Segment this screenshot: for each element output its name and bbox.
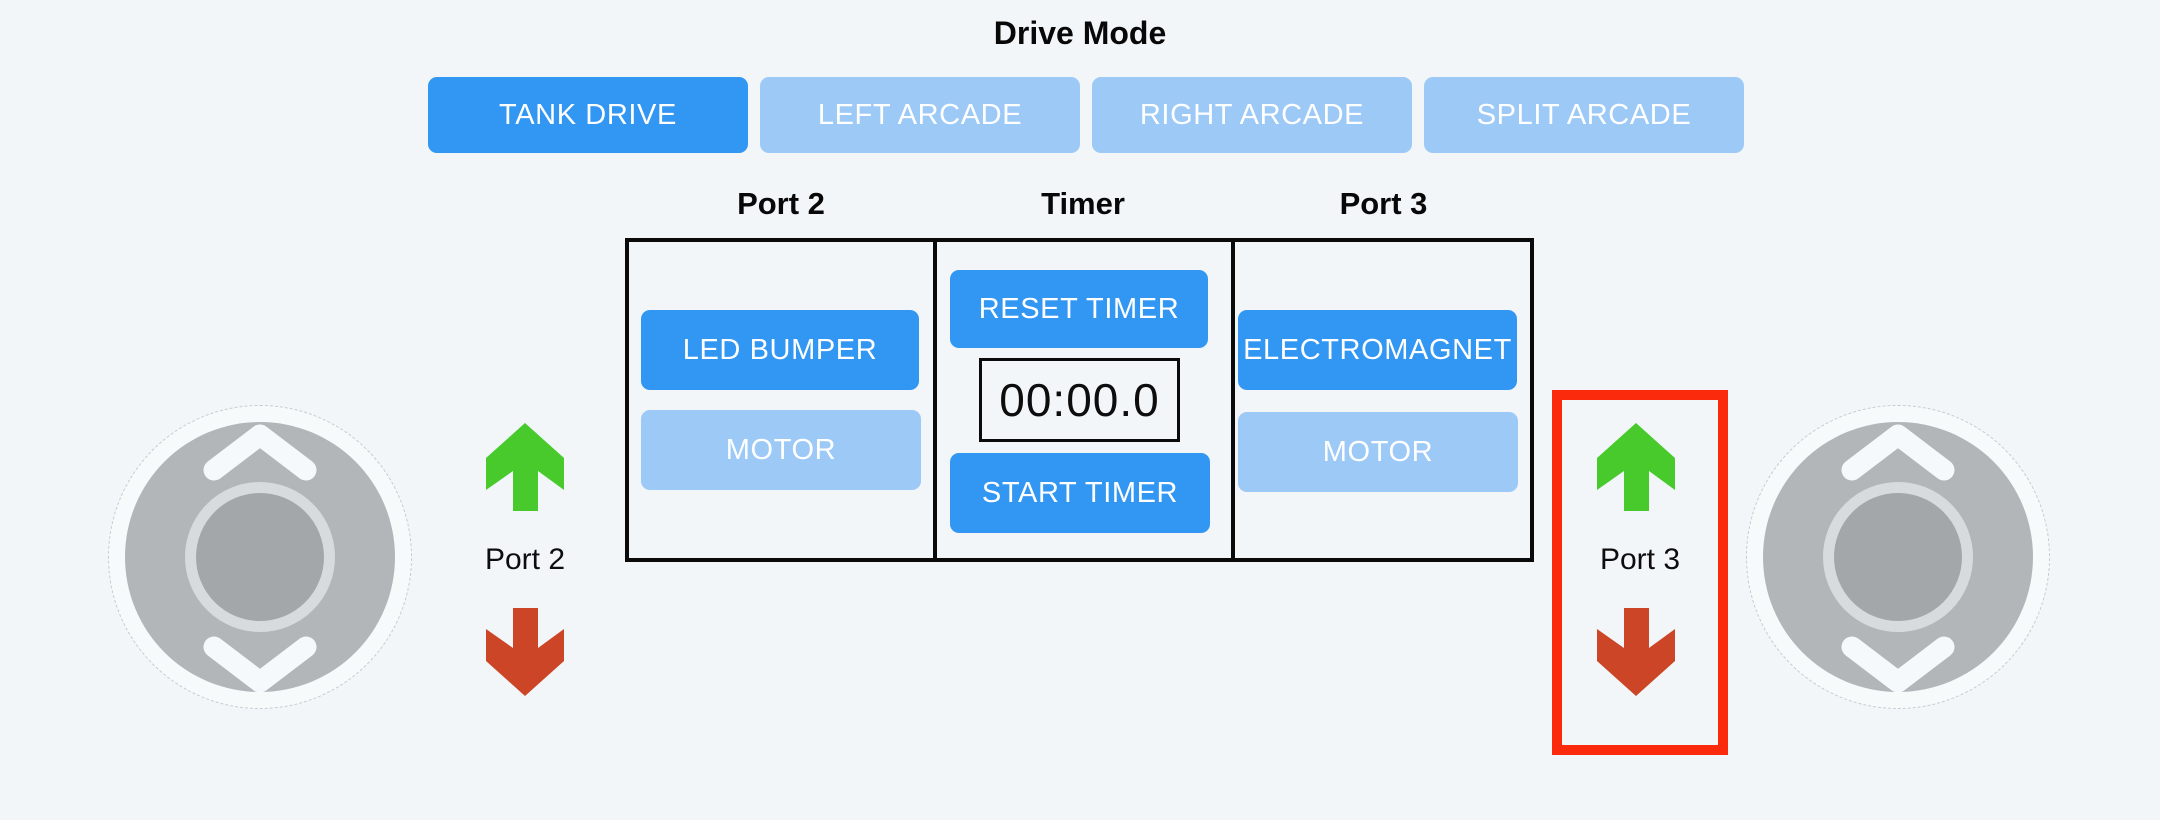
port3-label: Port 3 xyxy=(1599,543,1681,576)
timer-display: 00:00.0 xyxy=(979,358,1180,442)
right-arcade-button[interactable]: RIGHT ARCADE xyxy=(1092,77,1412,153)
green-up-arrow[interactable] xyxy=(486,423,564,511)
joystick-axis-chevrons xyxy=(1841,424,1955,693)
led-bumper-button[interactable]: LED BUMPER xyxy=(641,310,919,390)
port2-motor-button[interactable]: MOTOR xyxy=(641,410,921,490)
reset-timer-button[interactable]: RESET TIMER xyxy=(950,270,1208,348)
left-joystick[interactable] xyxy=(108,405,412,709)
chevron-down-icon xyxy=(203,636,317,693)
column-divider-right xyxy=(1231,242,1235,558)
port3-motor-button[interactable]: MOTOR xyxy=(1238,412,1518,492)
port2-down-arrow-icon[interactable] xyxy=(486,608,564,696)
timer-column-header: Timer xyxy=(1041,186,1125,221)
port2-up-arrow-icon[interactable] xyxy=(486,423,564,511)
red-down-arrow[interactable] xyxy=(486,608,564,696)
chevron-down-icon xyxy=(1841,636,1955,693)
start-timer-button[interactable]: START TIMER xyxy=(950,453,1210,533)
right-joystick[interactable] xyxy=(1746,405,2050,709)
port3-down-arrow-icon[interactable] xyxy=(1597,608,1675,696)
left-joystick-knob[interactable] xyxy=(185,482,335,632)
port3-highlight-box xyxy=(1552,390,1728,755)
electromagnet-button[interactable]: ELECTROMAGNET xyxy=(1238,310,1517,390)
left-arcade-button[interactable]: LEFT ARCADE xyxy=(760,77,1080,153)
column-divider-left xyxy=(933,242,937,558)
port3-column-header: Port 3 xyxy=(1339,186,1428,221)
right-joystick-knob[interactable] xyxy=(1823,482,1973,632)
split-arcade-button[interactable]: SPLIT ARCADE xyxy=(1424,77,1744,153)
drive-mode-title: Drive Mode xyxy=(993,15,1167,51)
joystick-axis-chevrons xyxy=(203,424,317,693)
control-board-frame xyxy=(625,238,1534,562)
port2-label: Port 2 xyxy=(484,543,566,576)
chevron-up-icon xyxy=(203,424,317,481)
tank-drive-button[interactable]: TANK DRIVE xyxy=(428,77,748,153)
chevron-up-icon xyxy=(1841,424,1955,481)
port3-up-arrow-icon[interactable] xyxy=(1597,423,1675,511)
red-down-arrow[interactable] xyxy=(1597,608,1675,696)
port2-column-header: Port 2 xyxy=(737,186,825,221)
green-up-arrow[interactable] xyxy=(1597,423,1675,511)
